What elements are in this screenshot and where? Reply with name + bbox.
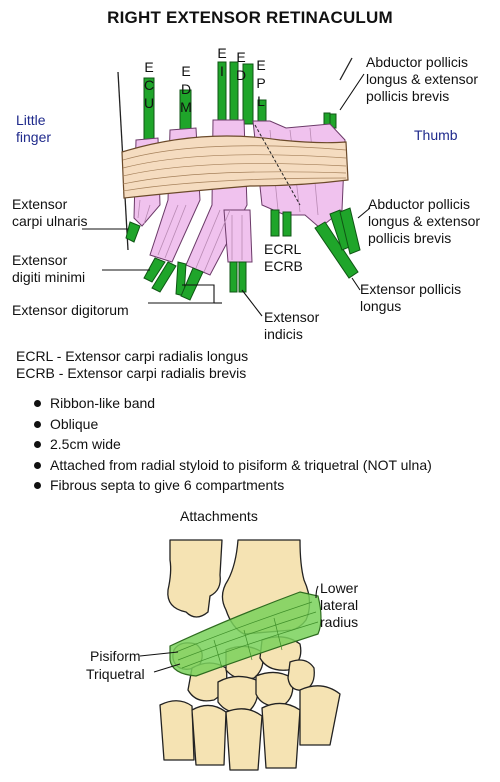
list-item: Attached from radial styloid to pisiform… [32, 455, 492, 476]
ed-letters: E D [235, 49, 247, 83]
epl-letters: E P L [256, 57, 266, 109]
page-title: RIGHT EXTENSOR RETINACULUM [107, 8, 393, 27]
ei-label: Extensor indicis [264, 309, 320, 342]
ei-letters: E I [217, 45, 227, 79]
edm-label: Extensor digiti minimi [12, 252, 86, 285]
apl-epb-label-top: Abductor pollicis longus & extensor poll… [366, 54, 479, 104]
edm-letters: E D M [180, 63, 192, 115]
epl-label: Extensor pollicis longus [360, 281, 462, 314]
attachments-heading: Attachments [180, 508, 258, 524]
list-item: Oblique [32, 414, 492, 435]
legend-ecrl: ECRL - Extensor carpi radialis longus [16, 348, 249, 364]
ecu-label: Extensor carpi ulnaris [12, 196, 88, 229]
list-item: 2.5cm wide [32, 434, 492, 455]
lower-lateral-radius-label: Lower lateral radius [320, 580, 359, 630]
abbreviation-legend: ECRL - Extensor carpi radialis longus EC… [16, 348, 248, 382]
pisiform-label: Pisiform [90, 648, 141, 664]
list-item: Ribbon-like band [32, 393, 492, 414]
ecu-letters: E C U [143, 59, 155, 111]
fact-list: Ribbon-like band Oblique 2.5cm wide Atta… [32, 393, 492, 496]
legend-ecrb: ECRB - Extensor carpi radialis brevis [16, 365, 247, 381]
triquetral-label: Triquetral [86, 666, 145, 682]
apl-epb-label-bottom: Abductor pollicis longus & extensor poll… [368, 196, 481, 246]
little-finger-label: Little finger [16, 112, 52, 145]
ecrl-ecrb-label: ECRL ECRB [264, 241, 303, 274]
list-item: Fibrous septa to give 6 compartments [32, 475, 492, 496]
ed-label: Extensor digitorum [12, 302, 129, 318]
thumb-label: Thumb [414, 127, 458, 143]
